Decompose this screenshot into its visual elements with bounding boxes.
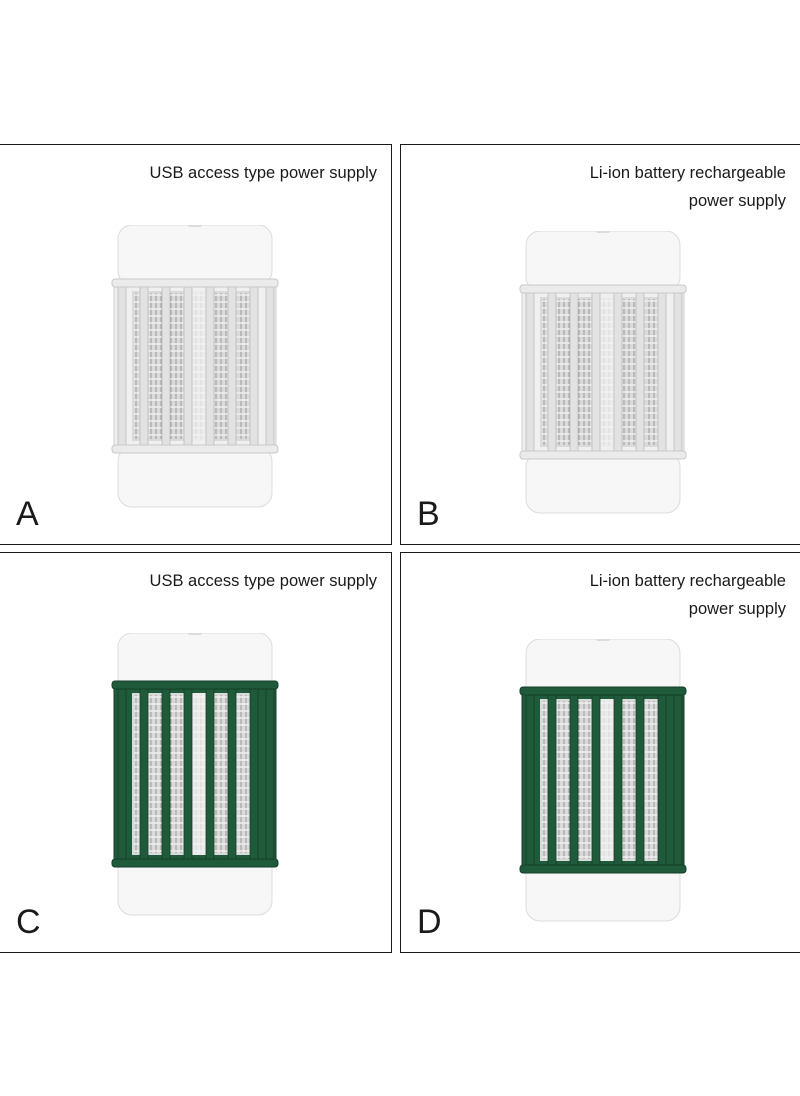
mosquito-lamp-image-green: [110, 633, 280, 923]
mosquito-lamp-image-white: [518, 231, 688, 521]
caption-line: power supply: [688, 600, 786, 618]
panel-letter: B: [417, 495, 440, 533]
panel-caption: USB access type power supply: [150, 159, 377, 187]
panel-b: Li-ion battery rechargeable power supply…: [400, 144, 800, 545]
panel-caption: Li-ion battery rechargeable power supply: [590, 159, 786, 215]
panel-letter: D: [417, 903, 442, 941]
panel-letter: C: [16, 903, 41, 941]
mosquito-lamp-image-green: [518, 639, 688, 929]
panel-c: USB access type power supply C: [0, 552, 392, 953]
caption-line: Li-ion battery rechargeable: [589, 572, 786, 590]
caption-line: power supply: [688, 192, 786, 210]
panel-d: Li-ion battery rechargeable power supply…: [400, 552, 800, 953]
caption-line: USB access type power supply: [149, 572, 377, 590]
caption-line: Li-ion battery rechargeable: [589, 164, 786, 182]
panel-caption: USB access type power supply: [150, 567, 377, 595]
caption-line: USB access type power supply: [149, 164, 377, 182]
panel-letter: A: [16, 495, 39, 533]
panel-a: USB access type power supply A: [0, 144, 392, 545]
panel-caption: Li-ion battery rechargeable power supply: [590, 567, 786, 623]
mosquito-lamp-image-white: [110, 225, 280, 515]
